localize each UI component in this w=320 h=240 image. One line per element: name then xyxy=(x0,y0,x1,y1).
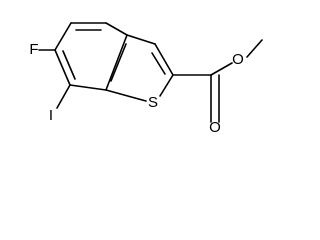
substituent-bonds xyxy=(38,39,263,123)
bond-c3a-c3 xyxy=(126,34,156,45)
fluorine-label: F xyxy=(29,41,38,58)
atom-labels: F I S O O xyxy=(29,41,243,136)
bond-c7a-c3a-inner xyxy=(110,43,127,82)
iodine-label: I xyxy=(49,107,53,124)
bond-c3-c2-inner xyxy=(151,52,166,75)
bond-c6-c7-inner xyxy=(62,50,76,80)
ester-oxygen-label: O xyxy=(232,51,244,68)
bond-c7-iodine xyxy=(56,84,71,109)
bond-c3a-c4 xyxy=(105,22,128,36)
bond-carbonyl-ester-oxygen xyxy=(210,62,233,76)
benzene-ring xyxy=(54,22,128,91)
sulfur-label: S xyxy=(148,94,158,111)
bond-c2-s1 xyxy=(159,74,174,97)
bond-c7-c7a xyxy=(69,84,107,91)
bond-c3-c2 xyxy=(154,43,174,76)
bond-c6-c7 xyxy=(54,49,71,86)
bond-ester-oxygen-methyl xyxy=(246,39,263,58)
thiophene-ring xyxy=(105,34,174,102)
chemical-structure: F I S O O xyxy=(29,22,263,136)
bond-c7a-c3a xyxy=(105,34,128,91)
carbonyl-oxygen-label: O xyxy=(209,119,221,136)
bond-c5-c6 xyxy=(54,22,72,51)
bond-s1-c7a xyxy=(105,89,147,102)
